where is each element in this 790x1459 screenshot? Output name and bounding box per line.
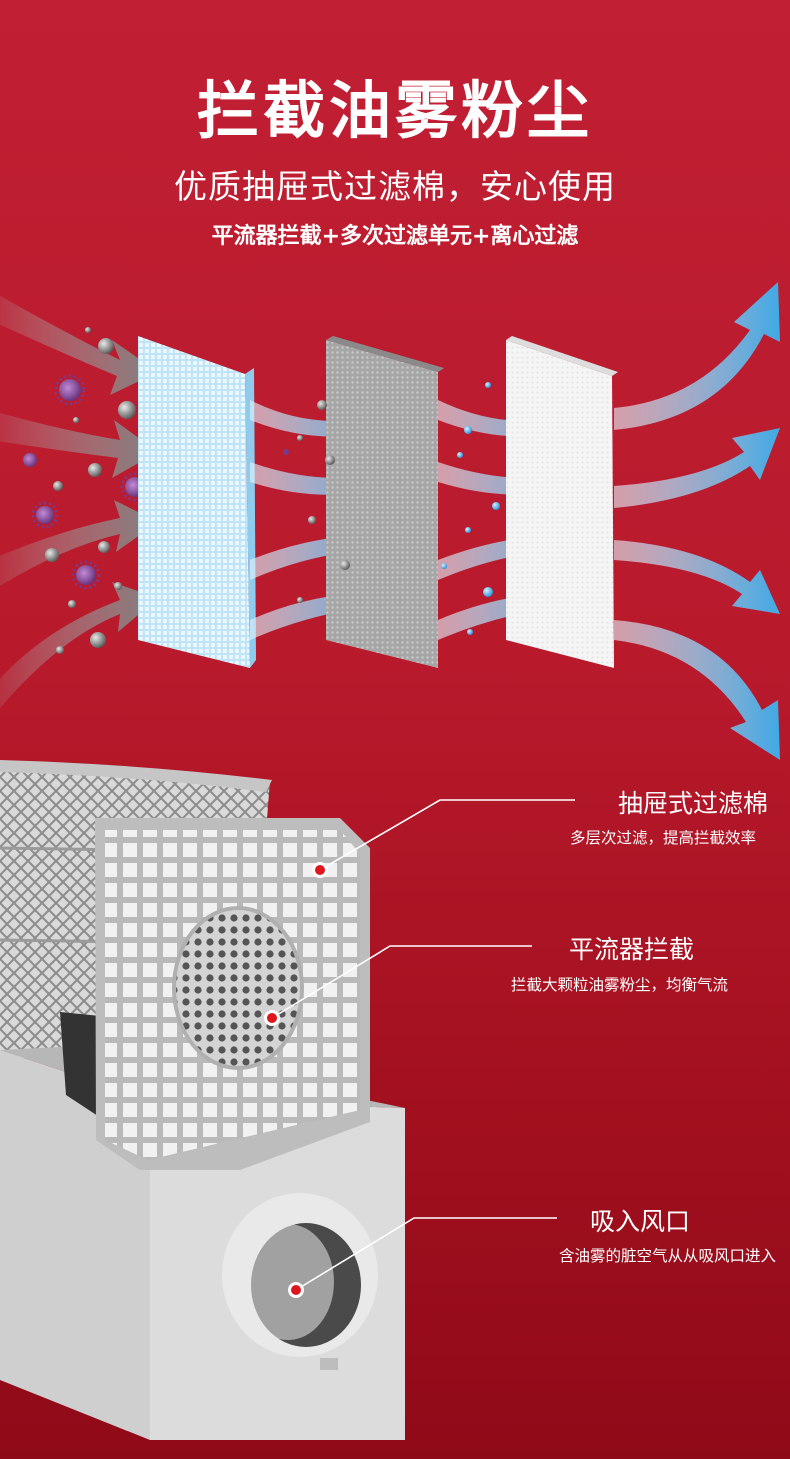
filter-layer-blue <box>138 336 256 668</box>
clean-airflow-arrows <box>614 282 780 760</box>
callout-leaders <box>271 799 575 1291</box>
page-subtitle: 优质抽屉式过滤棉，安心使用 <box>174 167 616 206</box>
callout-filter-cotton-desc: 多层次过滤，提高拦截效率 <box>569 829 756 847</box>
virus-icon <box>23 374 150 590</box>
page-title: 拦截油雾粉尘 <box>196 74 593 147</box>
callout-air-inlet-title: 吸入风口 <box>589 1207 690 1236</box>
filter-layer-white <box>506 336 618 668</box>
dust-particle-icon <box>45 327 136 654</box>
callout-air-inlet-desc: 含油雾的脏空气从从吸风口进入 <box>558 1247 776 1265</box>
marker-dot-icon <box>264 862 328 1298</box>
purifier-machine-image <box>0 760 405 1440</box>
callout-flow-plate-desc: 拦截大颗粒油雾粉尘，均衡气流 <box>510 976 728 994</box>
incoming-airflow-arrows <box>0 295 158 709</box>
filter-layer-gray <box>326 336 444 668</box>
callout-filter-cotton-title: 抽屉式过滤棉 <box>617 789 768 818</box>
page-tagline: 平流器拦截+多次过滤单元+离心过滤 <box>211 224 579 249</box>
callout-flow-plate-title: 平流器拦截 <box>568 935 694 964</box>
